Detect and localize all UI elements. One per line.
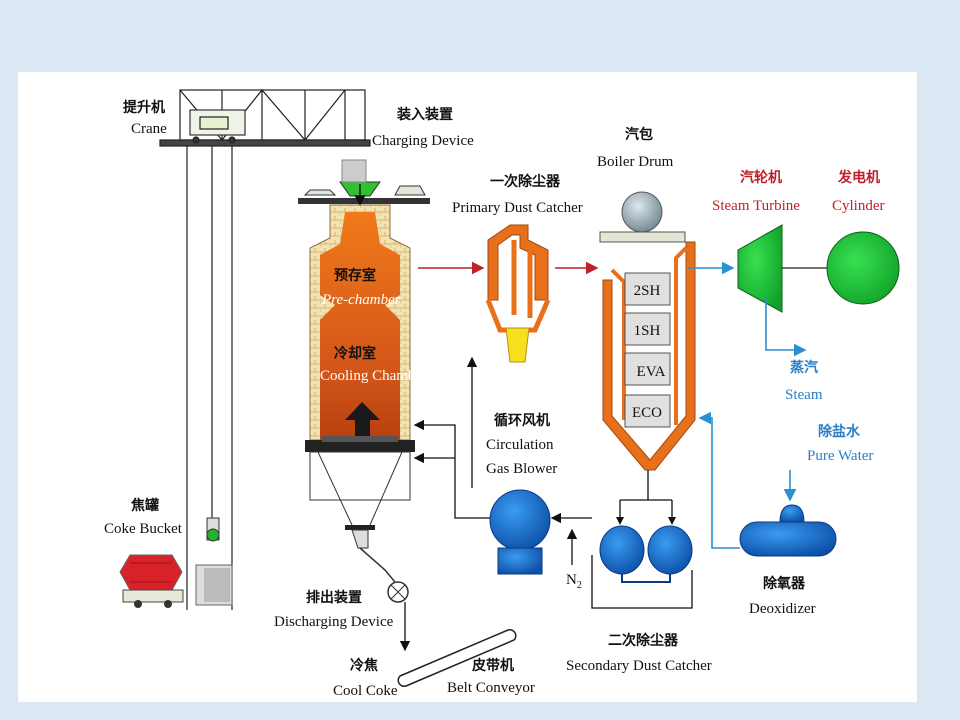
cool-coke-label-en: Cool Coke [333,683,398,699]
discharging-label-zh: 排出装置 [306,589,362,606]
blower-label-en1: Circulation [486,437,554,453]
coke-bucket-label-en: Coke Bucket [104,521,183,537]
secondary-label-zh: 二次除尘器 [608,632,679,649]
svg-text:EVA: EVA [637,364,666,380]
cooling-label-en: Cooling Chamber [320,368,427,384]
svg-text:1SH: 1SH [634,323,661,339]
discharging-label-en: Discharging Device [274,614,394,630]
steam-label-en: Steam [785,387,823,403]
crane-gantry [159,89,371,610]
discharging-device [387,581,411,652]
deoxidizer [739,504,837,557]
purewater-label-en: Pure Water [807,448,873,464]
steam-water-lines [688,261,807,549]
boiler-section-eva: EVA [624,352,671,386]
crane-label-en: Crane [131,121,167,137]
charging-label-zh: 装入装置 [396,106,453,123]
circulation-gas-lines [413,356,693,609]
cdq-chamber [305,204,415,583]
prechamber-label-zh: 预存室 [334,267,376,284]
primary-dust-catcher [485,224,551,363]
drum-label-zh: 汽包 [625,126,653,143]
deox-label-zh: 除氧器 [763,575,806,592]
generator [826,231,900,305]
crane-hook [195,517,233,606]
blower-label-zh: 循环风机 [494,412,550,429]
blower-label-en2: Gas Blower [486,461,557,477]
drum-label-en: Boiler Drum [597,154,674,170]
svg-text:ECO: ECO [632,405,662,421]
cool-coke-label-zh: 冷焦 [350,657,378,674]
cooling-label-zh: 冷却室 [334,345,376,362]
belt-label-zh: 皮带机 [471,657,514,674]
belt-conveyor [397,628,517,688]
svg-text:2SH: 2SH [634,283,661,299]
primary-label-zh: 一次除尘器 [490,173,561,190]
coke-bucket [119,554,184,608]
secondary-label-en: Secondary Dust Catcher [566,658,712,674]
charging-label-en: Charging Device [372,133,474,149]
turbine-label-zh: 汽轮机 [740,169,782,186]
generator-label-zh: 发电机 [837,169,880,186]
circulation-blower [489,489,551,575]
crane-label-zh: 提升机 [123,99,165,116]
waste-heat-boiler [602,241,696,525]
purewater-label-zh: 除盐水 [818,423,861,440]
turbine-label-en: Steam Turbine [712,198,800,214]
primary-label-en: Primary Dust Catcher [452,200,583,216]
boiler-section-1sh: 1SH [624,312,671,346]
prechamber-label-en: Pre-chamber [321,292,401,308]
deox-label-en: Deoxidizer [749,601,816,617]
charging-device [298,159,430,207]
coke-bucket-label-zh: 焦罐 [130,497,159,514]
boiler-section-eco: ECO [624,394,671,428]
secondary-dust-catcher [599,525,693,583]
boiler-section-2sh: 2SH [624,272,671,306]
belt-label-en: Belt Conveyor [447,680,535,696]
steam-turbine [737,224,783,313]
boiler-drum [599,191,686,243]
generator-label-en: Cylinder [832,198,885,214]
n2-label: N2 [566,572,582,591]
steam-label-zh: 蒸汽 [790,359,818,376]
